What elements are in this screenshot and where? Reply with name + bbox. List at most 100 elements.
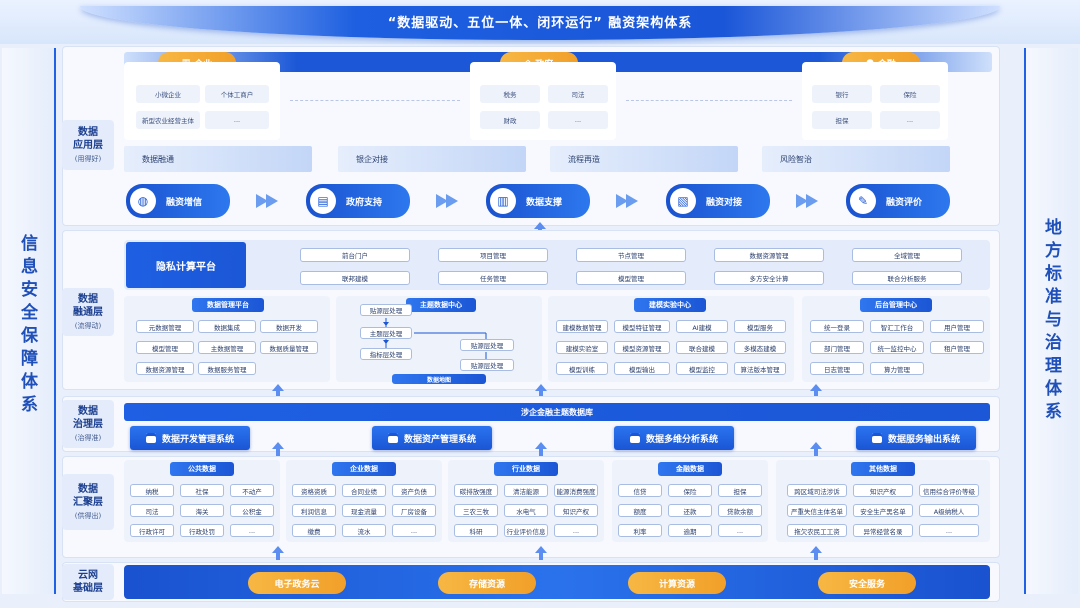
platform-item[interactable]: 节点管理 — [576, 248, 686, 262]
module-item[interactable]: 智汇工作台 — [870, 320, 924, 333]
data-source-item[interactable]: ... — [230, 524, 274, 537]
data-source-item[interactable]: 跨区域司法涉诉 — [787, 484, 847, 497]
cloud-resource[interactable]: 安全服务 — [818, 572, 916, 594]
module-item[interactable]: 用户管理 — [930, 320, 984, 333]
module-item[interactable]: 统一登录 — [810, 320, 864, 333]
module-item[interactable]: 模型资源管理 — [614, 341, 670, 354]
platform-item[interactable]: 前台门户 — [300, 248, 410, 262]
data-source-item[interactable]: 行业评价信息 — [504, 524, 548, 537]
data-source-item[interactable]: 司法 — [130, 504, 174, 517]
platform-item[interactable]: 全域管理 — [852, 248, 962, 262]
module-item[interactable]: 主数据管理 — [198, 341, 256, 354]
platform-item[interactable]: 项目管理 — [438, 248, 548, 262]
flow-step[interactable]: ▤政府支持 — [306, 184, 410, 218]
platform-item[interactable]: 数据资源管理 — [714, 248, 824, 262]
cloud-resource[interactable]: 存储资源 — [438, 572, 536, 594]
data-source-item[interactable]: A级纳税人 — [919, 504, 979, 517]
data-source-item[interactable]: 纳税 — [130, 484, 174, 497]
module-item[interactable]: 部门管理 — [810, 341, 864, 354]
platform-item[interactable]: 多方安全计算 — [714, 271, 824, 285]
data-source-item[interactable]: 水电气 — [504, 504, 548, 517]
module-item[interactable]: 模型特征管理 — [614, 320, 670, 333]
data-source-item[interactable]: 知识产权 — [853, 484, 913, 497]
data-source-item[interactable]: 信用综合评价等级 — [919, 484, 979, 497]
data-source-item[interactable]: 社保 — [180, 484, 224, 497]
data-source-item[interactable]: 信贷 — [618, 484, 662, 497]
data-source-item[interactable]: ... — [718, 524, 762, 537]
data-source-item[interactable]: 碳排放强度 — [454, 484, 498, 497]
module-item[interactable]: 数据开发 — [260, 320, 318, 333]
module-item[interactable]: 元数据管理 — [136, 320, 194, 333]
data-source-item[interactable]: 清洁能源 — [504, 484, 548, 497]
module-item[interactable]: 模型服务 — [734, 320, 786, 333]
data-source-item[interactable]: 逾期 — [668, 524, 712, 537]
flow-step[interactable]: ◍融资增信 — [126, 184, 230, 218]
data-source-item[interactable]: 行政许可 — [130, 524, 174, 537]
data-source-item[interactable]: 贷款余额 — [718, 504, 762, 517]
data-source-item[interactable]: 还款 — [668, 504, 712, 517]
data-source-item[interactable]: ... — [919, 524, 979, 537]
data-source-item[interactable]: 公积金 — [230, 504, 274, 517]
data-source-item[interactable]: 拖欠农民工工资 — [787, 524, 847, 537]
data-source-item[interactable]: 能源消费强度 — [554, 484, 598, 497]
platform-item[interactable]: 任务管理 — [438, 271, 548, 285]
data-source-item[interactable]: 利润信息 — [292, 504, 336, 517]
data-source-item[interactable]: 现金流量 — [342, 504, 386, 517]
data-source-item[interactable]: ... — [392, 524, 436, 537]
platform-item[interactable]: 联邦建模 — [300, 271, 410, 285]
data-source-item[interactable]: 三农三牧 — [454, 504, 498, 517]
data-source-item[interactable]: 担保 — [718, 484, 762, 497]
platform-item[interactable]: 联合分析服务 — [852, 271, 962, 285]
data-source-item[interactable]: 合同业绩 — [342, 484, 386, 497]
data-source-item[interactable]: 不动产 — [230, 484, 274, 497]
data-source-item[interactable]: 安全生产黑名单 — [853, 504, 913, 517]
module-item[interactable]: 统一监控中心 — [870, 341, 924, 354]
module-item[interactable]: 租户管理 — [930, 341, 984, 354]
data-source-item[interactable]: 严重失信主体名单 — [787, 504, 847, 517]
system-button[interactable]: 数据多维分析系统 — [614, 426, 734, 450]
module-item[interactable]: 算力管理 — [870, 362, 924, 375]
cloud-resource[interactable]: 电子政务云 — [248, 572, 346, 594]
module-item[interactable]: 模型训练 — [556, 362, 608, 375]
process-node[interactable]: 贴源层处理 — [460, 359, 514, 371]
module-item[interactable]: 建模数据管理 — [556, 320, 608, 333]
system-button[interactable]: 数据资产管理系统 — [372, 426, 492, 450]
platform-item[interactable]: 模型管理 — [576, 271, 686, 285]
module-item[interactable]: 建模实验室 — [556, 341, 608, 354]
flow-step[interactable]: ▥数据支撑 — [486, 184, 590, 218]
flow-step[interactable]: ✎融资评价 — [846, 184, 950, 218]
module-item[interactable]: 算法版本管理 — [734, 362, 786, 375]
module-item[interactable]: 多模态建模 — [734, 341, 786, 354]
cloud-resource[interactable]: 计算资源 — [628, 572, 726, 594]
data-source-item[interactable]: 利率 — [618, 524, 662, 537]
data-source-item[interactable]: 缴费 — [292, 524, 336, 537]
data-source-item[interactable]: 知识产权 — [554, 504, 598, 517]
module-item[interactable]: 模型输出 — [614, 362, 670, 375]
module-item[interactable]: 数据集成 — [198, 320, 256, 333]
system-button[interactable]: 数据开发管理系统 — [130, 426, 250, 450]
data-source-item[interactable]: 额度 — [618, 504, 662, 517]
data-source-item[interactable]: 行政处罚 — [180, 524, 224, 537]
module-item[interactable]: 日志管理 — [810, 362, 864, 375]
data-source-item[interactable]: 流水 — [342, 524, 386, 537]
process-node[interactable]: 指标层处理 — [360, 348, 412, 360]
data-source-item[interactable]: 厂房设备 — [392, 504, 436, 517]
data-source-item[interactable]: 海关 — [180, 504, 224, 517]
module-item[interactable]: AI建模 — [676, 320, 728, 333]
process-node[interactable]: 贴源层处理 — [360, 304, 412, 316]
data-source-item[interactable]: ... — [554, 524, 598, 537]
data-source-item[interactable]: 资格资质 — [292, 484, 336, 497]
process-node[interactable]: 贴源层处理 — [460, 339, 514, 351]
data-source-item[interactable]: 保险 — [668, 484, 712, 497]
data-source-item[interactable]: 资产负债 — [392, 484, 436, 497]
module-item[interactable]: 模型管理 — [136, 341, 194, 354]
module-item[interactable]: 数据质量管理 — [260, 341, 318, 354]
module-item[interactable]: 联合建模 — [676, 341, 728, 354]
module-item[interactable]: 数据资源管理 — [136, 362, 194, 375]
flow-step[interactable]: ▧融资对接 — [666, 184, 770, 218]
system-button[interactable]: 数据服务输出系统 — [856, 426, 976, 450]
process-node[interactable]: 主题层处理 — [360, 327, 412, 339]
module-item[interactable]: 数据服务管理 — [198, 362, 256, 375]
module-item[interactable]: 模型监控 — [676, 362, 728, 375]
data-source-item[interactable]: 异常经营名录 — [853, 524, 913, 537]
